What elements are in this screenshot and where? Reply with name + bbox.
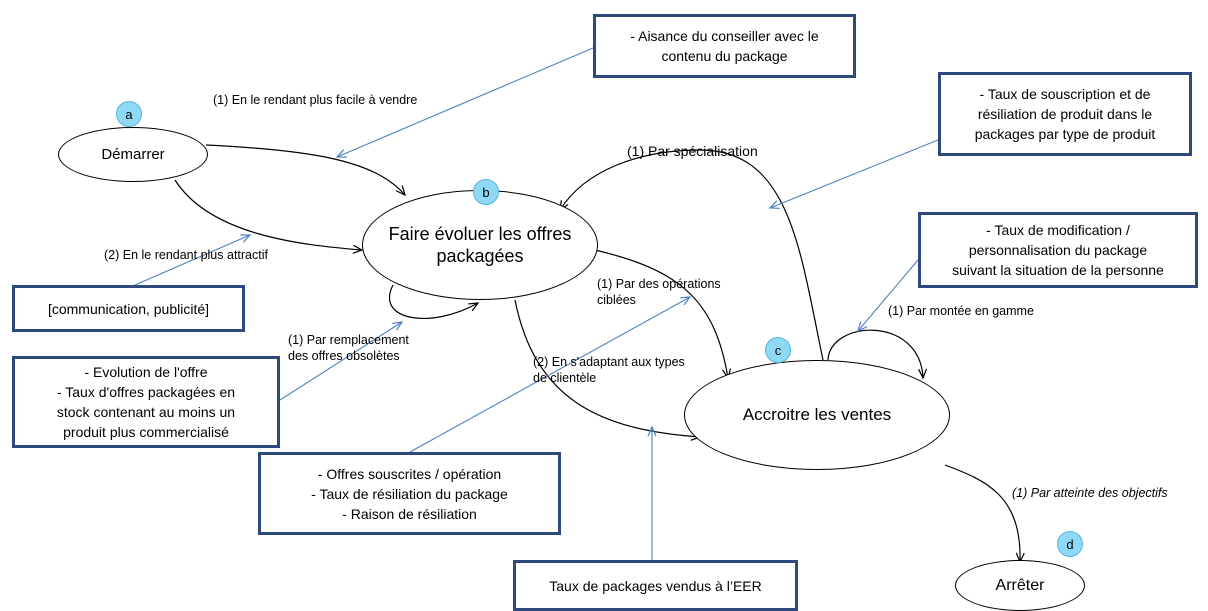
indicator-link-offres: [409, 296, 692, 453]
indicator-offres-line1: - Offres souscrites / opération: [317, 465, 502, 482]
state-faire-evoluer: Faire évoluer les offres packagées: [362, 190, 598, 300]
transition-label-t3-line1: (1) Par remplacement: [288, 333, 409, 347]
transition-label-t4: (1) Par spécialisation: [627, 143, 758, 159]
transition-label-t5-line1: (1) Par des opérations: [597, 277, 721, 291]
indicator-modification-line1: - Taux de modification /: [986, 222, 1130, 238]
transition-label-t6-line1: (2) En s'adaptant aux types: [533, 355, 685, 369]
indicator-souscription-line3: packages par type de produit: [974, 126, 1156, 142]
state-arreter: Arrêter: [955, 560, 1085, 611]
indicator-evolution-line2: - Taux d'offres packagées en: [56, 384, 236, 400]
indicator-offres-line2: - Taux de résiliation du package: [311, 485, 508, 502]
transition-label-t6: (2) En s'adaptant aux types de clientèle: [533, 354, 685, 386]
indicator-evolution-line1: - Evolution de l'offre: [84, 364, 208, 380]
indicator-souscription-line2: résiliation de produit dans le: [977, 106, 1153, 122]
indicator-conseiller-line2: contenu du package: [661, 48, 788, 64]
transition-b-self: [388, 284, 480, 320]
transition-label-t1: (1) En le rendant plus facile à vendre: [213, 93, 418, 107]
indicator-box-eer: Taux de packages vendus à l’EER: [513, 560, 798, 611]
indicator-modification-line2: personnalisation du package: [968, 242, 1148, 258]
transition-label-t7: (1) Par montée en gamme: [888, 304, 1034, 318]
indicator-link-communication: [134, 234, 252, 286]
badge-d: d: [1057, 531, 1083, 557]
transition-label-t5: (1) Par des opérations ciblées: [597, 276, 721, 308]
state-demarrer-label: Démarrer: [101, 146, 165, 163]
transition-c-b: [559, 149, 824, 361]
transition-label-t3: (1) Par remplacement des offres obsolète…: [288, 332, 409, 364]
indicator-box-communication: [communication, publicité]: [12, 285, 245, 332]
state-accroitre: Accroitre les ventes: [684, 360, 950, 470]
transition-b-c-1: [594, 249, 732, 380]
badge-a: a: [116, 101, 142, 127]
transition-a-b-1: [205, 144, 406, 197]
state-faire-evoluer-label-2: packagées: [436, 246, 524, 266]
state-arreter-label: Arrêter: [995, 576, 1045, 594]
indicator-box-conseiller: - Aisance du conseiller avec le contenu …: [593, 14, 856, 78]
indicator-box-modification: - Taux de modification / personnalisatio…: [918, 212, 1198, 288]
indicator-link-modification: [857, 259, 919, 333]
indicator-box-souscription: - Taux de souscription et de résiliation…: [938, 72, 1192, 156]
transition-label-t3-line2: des offres obsolètes: [288, 349, 400, 363]
indicator-link-evolution: [279, 321, 404, 401]
transition-b-c-2: [514, 299, 702, 441]
badge-b: b: [473, 179, 499, 205]
state-accroitre-label: Accroitre les ventes: [742, 405, 892, 424]
indicator-conseiller-line1: - Aisance du conseiller avec le: [630, 28, 819, 44]
indicator-offres-line3: - Raison de résiliation: [342, 505, 477, 522]
indicator-eer-line1: Taux de packages vendus à l’EER: [549, 577, 762, 594]
indicator-evolution-line4: produit plus commercialisé: [63, 424, 229, 440]
transition-label-t8: (1) Par atteinte des objectifs: [1012, 486, 1168, 500]
transition-label-t6-line2: de clientèle: [533, 371, 597, 385]
state-faire-evoluer-label-1: Faire évoluer les offres: [388, 224, 572, 244]
indicator-souscription-line1: - Taux de souscription et de: [979, 86, 1151, 102]
indicator-link-conseiller: [335, 47, 594, 158]
badge-c: c: [765, 337, 791, 363]
state-demarrer: Démarrer: [58, 127, 208, 182]
transition-c-self: [827, 329, 928, 380]
indicator-evolution-line3: stock contenant au moins un: [56, 404, 236, 420]
transition-label-t2: (2) En le rendant plus attractif: [104, 248, 268, 262]
indicator-box-evolution: - Evolution de l'offre - Taux d'offres p…: [12, 356, 280, 448]
indicator-box-offres: - Offres souscrites / opération - Taux d…: [258, 452, 561, 535]
indicator-communication-line1: [communication, publicité]: [47, 300, 210, 317]
transition-c-d: [944, 464, 1025, 564]
transition-label-t5-line2: ciblées: [597, 293, 636, 307]
transition-a-b-2: [174, 179, 364, 254]
indicator-link-souscription: [768, 139, 939, 209]
indicator-modification-line3: suivant la situation de la personne: [952, 262, 1164, 278]
